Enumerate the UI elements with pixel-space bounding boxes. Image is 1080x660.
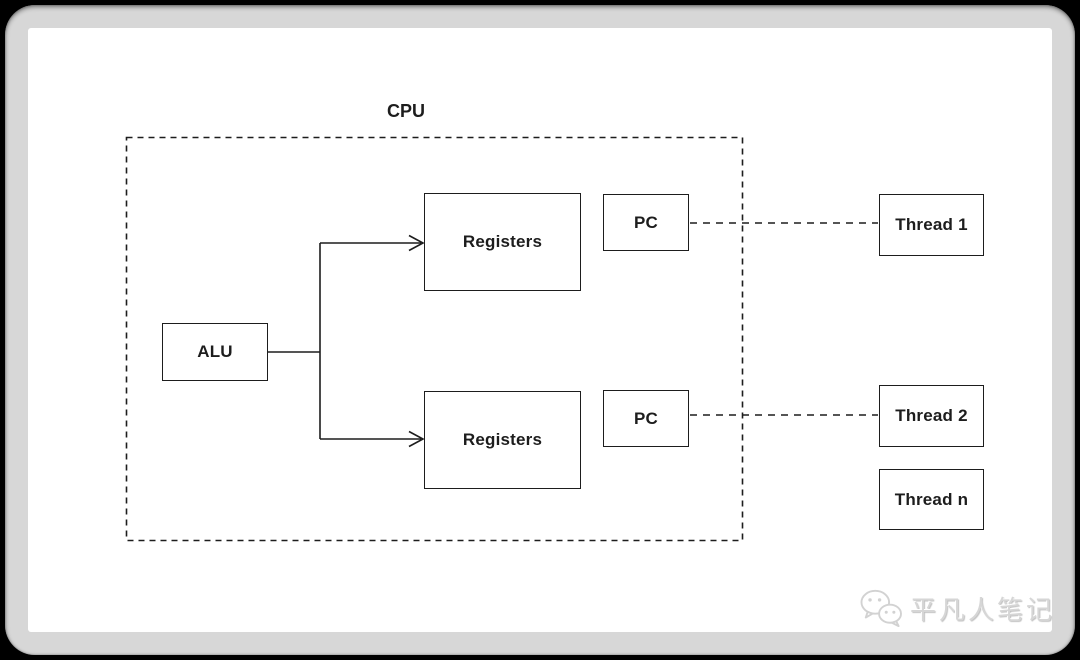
node-registers-top-label: Registers [462,232,543,251]
node-thread-n-label: Thread n [894,489,969,509]
node-thread-2-label: Thread 2 [895,406,968,425]
node-pc-bottom-label: PC [633,408,659,428]
node-alu: ALU [162,323,268,381]
node-pc-top: PC [603,194,689,251]
node-thread-2: Thread 2 [879,385,984,447]
node-registers-bottom: Registers [424,391,581,489]
wechat-icon [860,589,902,628]
node-registers-top: Registers [424,193,581,291]
node-alu-label: ALU [197,342,233,361]
cpu-group-label: CPU [386,101,425,121]
node-registers-bottom-label: Registers [462,430,543,449]
node-thread-n: Thread n [879,469,984,530]
node-pc-bottom: PC [603,390,689,447]
node-thread-1-label: Thread 1 [895,215,968,234]
node-pc-top-label: PC [633,212,659,232]
node-thread-1: Thread 1 [879,194,984,256]
watermark-text: 平凡人笔记 [910,594,1056,625]
watermark: 平凡人笔记 [858,588,1055,628]
